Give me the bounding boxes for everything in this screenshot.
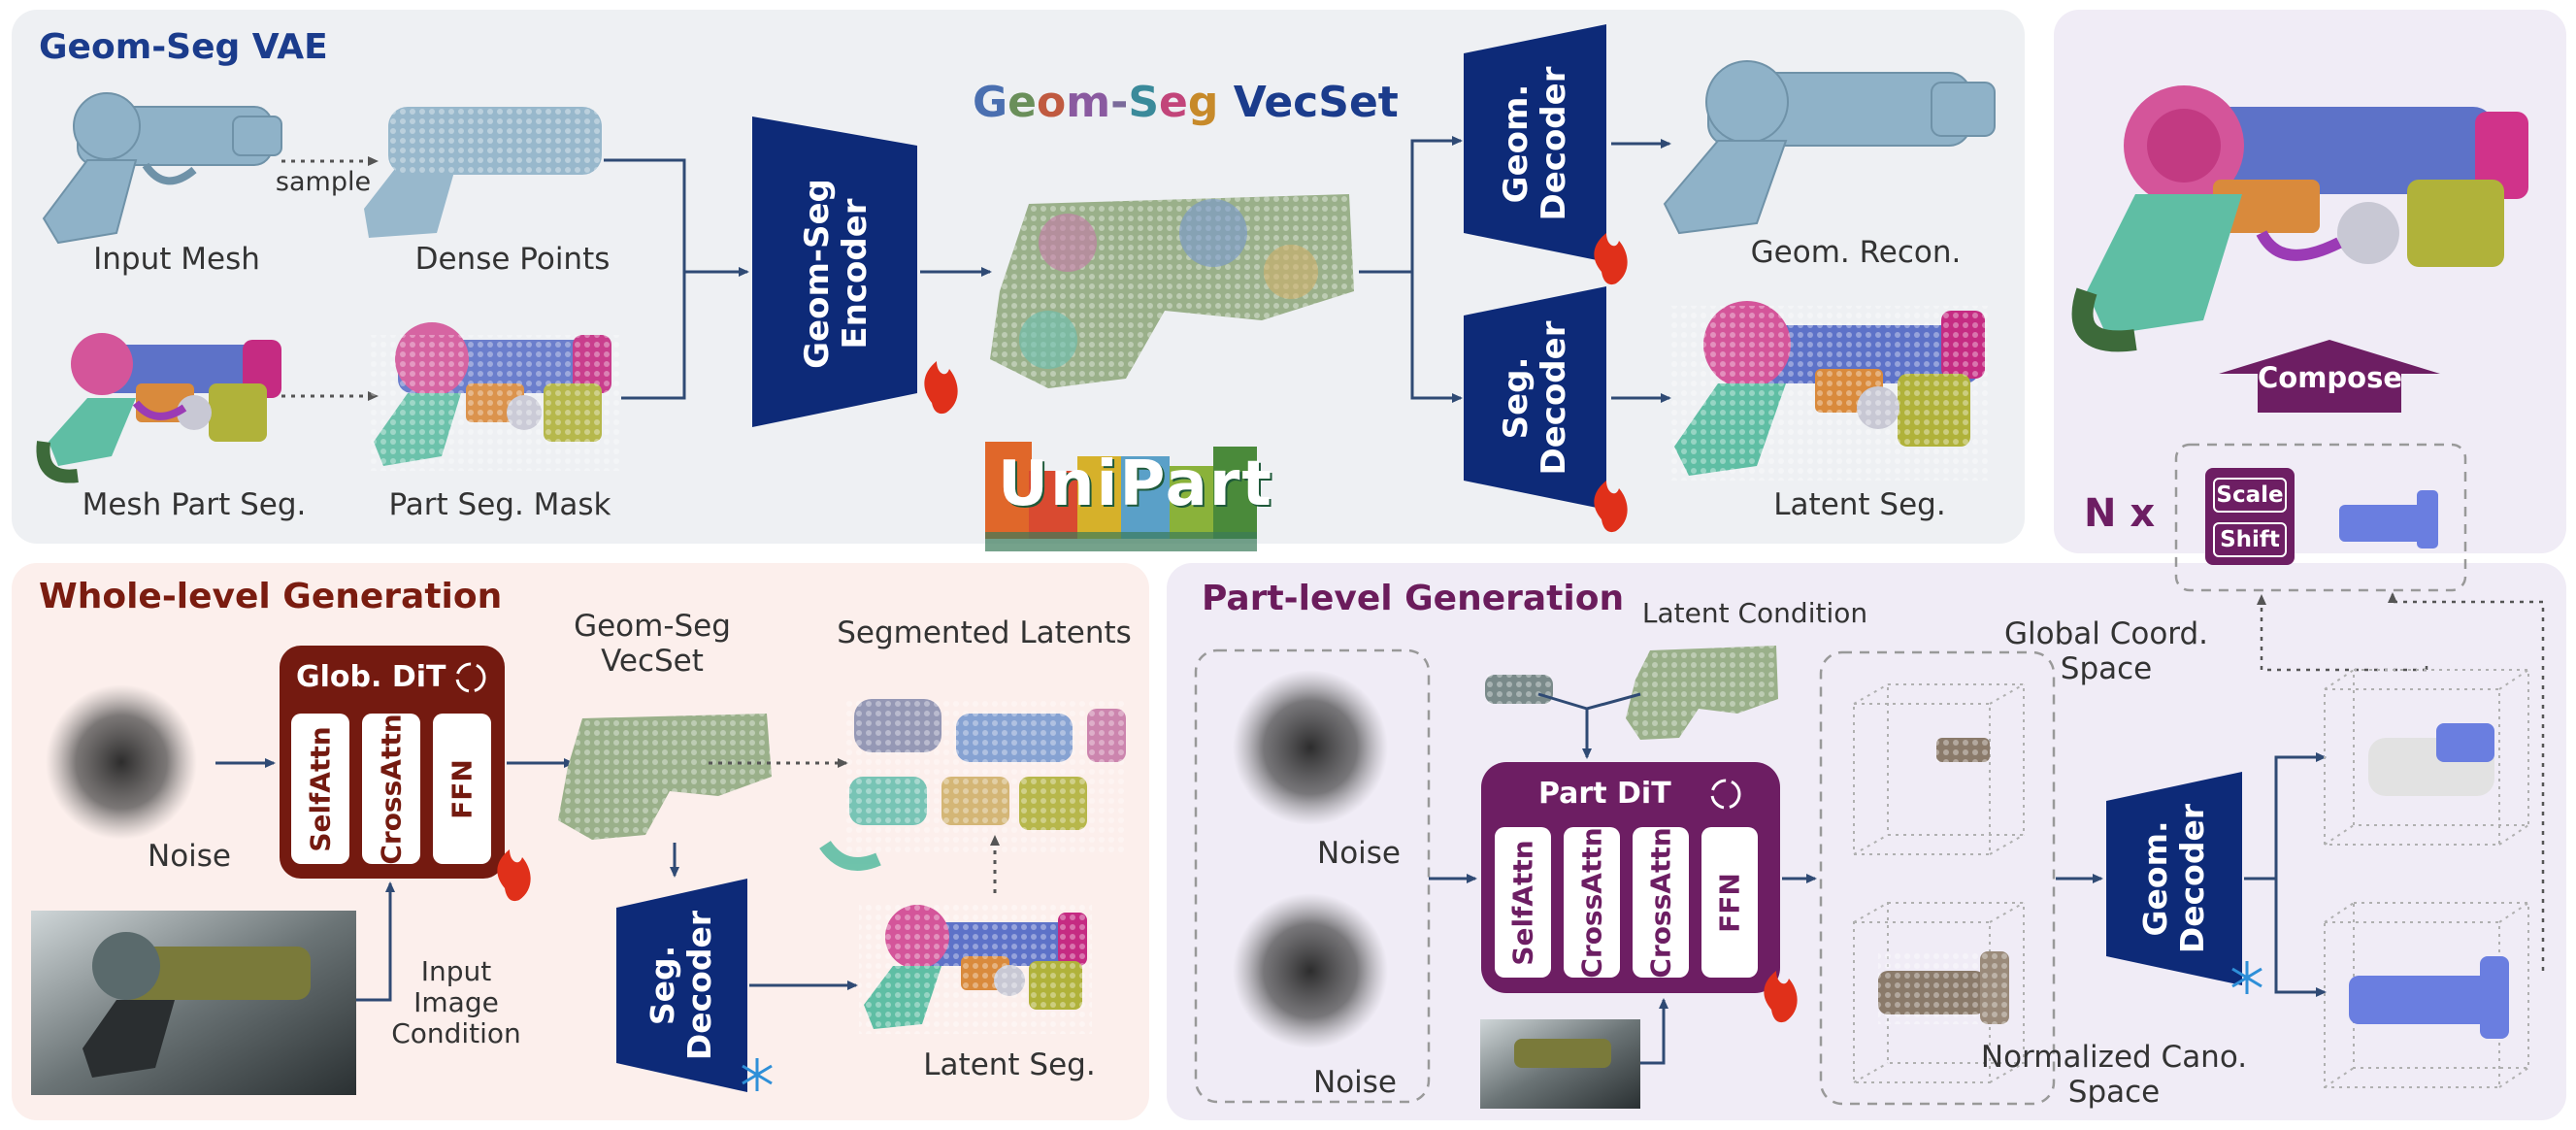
whole-ffn-cell: FFN	[433, 714, 491, 864]
part-dit-title: Part DiT	[1538, 777, 1671, 811]
noise-box	[1194, 648, 1431, 1104]
recurrent-icon	[455, 662, 486, 693]
input-mesh-illustration	[42, 92, 282, 245]
vae-title: Geom-Seg VAE	[39, 27, 328, 67]
part-seg-mask-label: Part Seg. Mask	[388, 487, 611, 522]
whole-latent-seg-label: Latent Seg.	[923, 1047, 1096, 1082]
unipart-logo-text: UniPart	[998, 449, 1273, 520]
coordinate-spaces-box	[1819, 650, 2056, 1106]
normalized-part-render	[2349, 956, 2509, 1039]
geom-recon-illustration	[1663, 60, 1996, 235]
dense-points-label: Dense Points	[414, 242, 611, 277]
n-x-label: N x	[2084, 491, 2156, 536]
part-thumbnail-icon	[2339, 490, 2438, 548]
noise-cloud-bottom	[1233, 893, 1388, 1048]
part-ffn-cell: FFN	[1701, 827, 1758, 978]
normalized-cano-cube	[1853, 902, 2025, 1083]
whole-seg-decoder-label: Seg.Decoder	[644, 910, 718, 1061]
latent-condition-part-thumb	[1485, 675, 1553, 704]
geom-recon-label: Geom. Recon.	[1750, 235, 1962, 270]
part-selfattn-cell: SelfAttn	[1495, 827, 1551, 978]
trainable-flame-icon	[1594, 481, 1628, 533]
latent-seg-illustration-top	[1669, 301, 1990, 481]
recurrent-icon	[1710, 779, 1741, 810]
latent-seg-label: Latent Seg.	[1773, 487, 1946, 522]
global-part-render	[2368, 723, 2494, 796]
shift-label: Shift	[2213, 522, 2287, 557]
noise-cloud	[46, 684, 197, 840]
input-image	[31, 911, 356, 1095]
input-mesh-label: Input Mesh	[93, 242, 260, 277]
global-coord-part	[1936, 738, 1990, 762]
latent-condition-whole-thumb	[1626, 646, 1778, 740]
sample-label: sample	[275, 167, 372, 197]
input-image-gun	[83, 932, 311, 1078]
mesh-part-seg-illustration	[36, 333, 281, 483]
dense-points-illustration	[364, 107, 602, 238]
frozen-snowflake-icon	[2231, 961, 2262, 994]
frozen-snowflake-icon	[742, 1058, 773, 1091]
whole-crossattn-cell: CrossAttn	[362, 714, 420, 864]
whole-noise-label: Noise	[148, 839, 231, 874]
trainable-flame-icon	[924, 361, 958, 415]
mesh-part-seg-label: Mesh Part Seg.	[82, 487, 307, 522]
part-level-title: Part-level Generation	[1202, 579, 1625, 618]
scale-label: Scale	[2213, 478, 2287, 513]
composed-gun-illustration	[2071, 85, 2528, 352]
compose-arrow	[2219, 340, 2440, 413]
part-level-panel	[1167, 563, 2566, 1120]
trainable-flame-icon	[497, 849, 531, 902]
part-noise-bottom-label: Noise	[1313, 1065, 1397, 1100]
part-crossattn-cell-1: CrossAttn	[1564, 827, 1620, 978]
unipart-logo	[985, 442, 1257, 551]
scale-shift-block	[2205, 468, 2295, 565]
geom-seg-vecset-title: Geom-Seg VecSet	[973, 78, 1399, 127]
geom-seg-vecset-illustration	[990, 194, 1354, 388]
part-geom-decoder-label: Geom.Decoder	[2136, 803, 2211, 954]
part-noise-top-label: Noise	[1317, 836, 1401, 871]
normalized-cano-part	[1878, 951, 2009, 1024]
n-x-box	[2174, 443, 2467, 592]
seg-decoder-block	[1464, 286, 1606, 510]
seg-decoder-label: Seg.Decoder	[1496, 320, 1573, 476]
segmented-latents-illustration	[819, 699, 1126, 871]
global-part-render-cube	[2324, 669, 2529, 846]
geom-seg-encoder-block	[752, 116, 917, 427]
global-coord-cube	[1853, 683, 2025, 855]
normalized-cano-space-label: Normalized Cano.Space	[1980, 1040, 2248, 1110]
whole-selfattn-cell: SelfAttn	[291, 714, 349, 864]
geom-decoder-label: Geom.Decoder	[1496, 66, 1573, 221]
whole-seg-decoder-block	[616, 879, 747, 1092]
part-crossattn-cell-2: CrossAttn	[1633, 827, 1689, 978]
latent-condition-label: Latent Condition	[1641, 597, 1868, 629]
part-geom-decoder-block	[2106, 772, 2242, 985]
global-coord-space-label: Global Coord.Space	[2003, 616, 2209, 686]
compose-label: Compose	[2258, 361, 2403, 394]
part-seg-mask-illustration	[369, 322, 621, 471]
whole-latent-seg-illustration	[859, 903, 1092, 1034]
glob-dit-title: Glob. DiT	[296, 660, 446, 694]
whole-vecset-illustration	[558, 714, 772, 840]
whole-level-title: Whole-level Generation	[39, 577, 503, 616]
trainable-flame-icon	[1764, 971, 1798, 1023]
noise-cloud-top	[1233, 670, 1388, 825]
geom-decoder-block	[1464, 24, 1606, 262]
segmented-latents-label: Segmented Latents	[837, 615, 1132, 650]
trainable-flame-icon	[1594, 233, 1628, 285]
